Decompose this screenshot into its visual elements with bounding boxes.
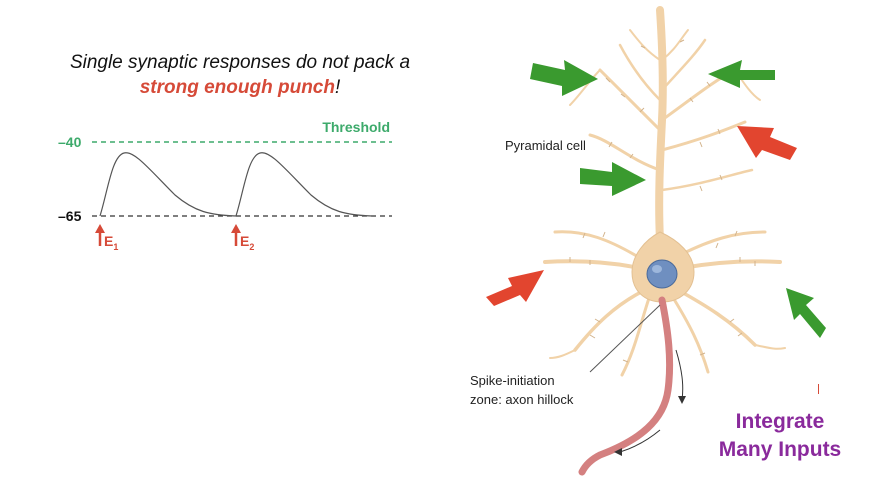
hillock-leader-line: [589, 304, 661, 373]
excitatory-input-arrow-icon: [786, 288, 826, 338]
stimulus-e1-label: E1: [104, 233, 118, 252]
stimulus-e1-arrow-icon: [95, 224, 105, 246]
caption-highlight: strong enough punch: [139, 77, 335, 98]
rest-value: –65: [58, 208, 82, 224]
pyramidal-cell-label: Pyramidal cell: [505, 138, 586, 153]
epsp-1-curve: [99, 152, 237, 217]
nucleus: [646, 259, 678, 289]
threshold-label: Threshold: [322, 119, 390, 135]
integrate-many-inputs-label: Integrate Many Inputs: [710, 408, 850, 464]
stimulus-e2-arrow-icon: [231, 224, 241, 246]
integrate-line2: Many Inputs: [718, 438, 842, 461]
caption-line1: Single synaptic responses do not pack a: [69, 52, 411, 73]
excitatory-input-arrow-icon: [530, 60, 598, 96]
spike-label-line2: zone: axon hillock: [470, 392, 574, 407]
basal-dendrites: [543, 259, 642, 270]
integrate-line1: Integrate: [735, 410, 825, 433]
epsp-2-curve: [235, 152, 373, 217]
spike-label-line1: Spike-initiation: [470, 373, 555, 388]
caption-end: !: [334, 77, 341, 98]
excitatory-input-arrow-icon: [580, 162, 646, 196]
inhibitory-input-arrow-icon: [486, 270, 544, 306]
axon-direction-arrows-icon: [614, 349, 686, 456]
dendritic-spines: [569, 39, 756, 363]
threshold-value: –40: [58, 134, 82, 150]
inhibitory-input-arrow-icon: [737, 126, 797, 160]
tick-mark: [818, 384, 819, 394]
apical-dendrite: [655, 6, 667, 244]
axon: [578, 296, 674, 476]
stimulus-e2-label: E2: [240, 233, 254, 252]
excitatory-input-arrow-icon: [708, 60, 775, 88]
caption: Single synaptic responses do not pack a …: [40, 50, 440, 100]
